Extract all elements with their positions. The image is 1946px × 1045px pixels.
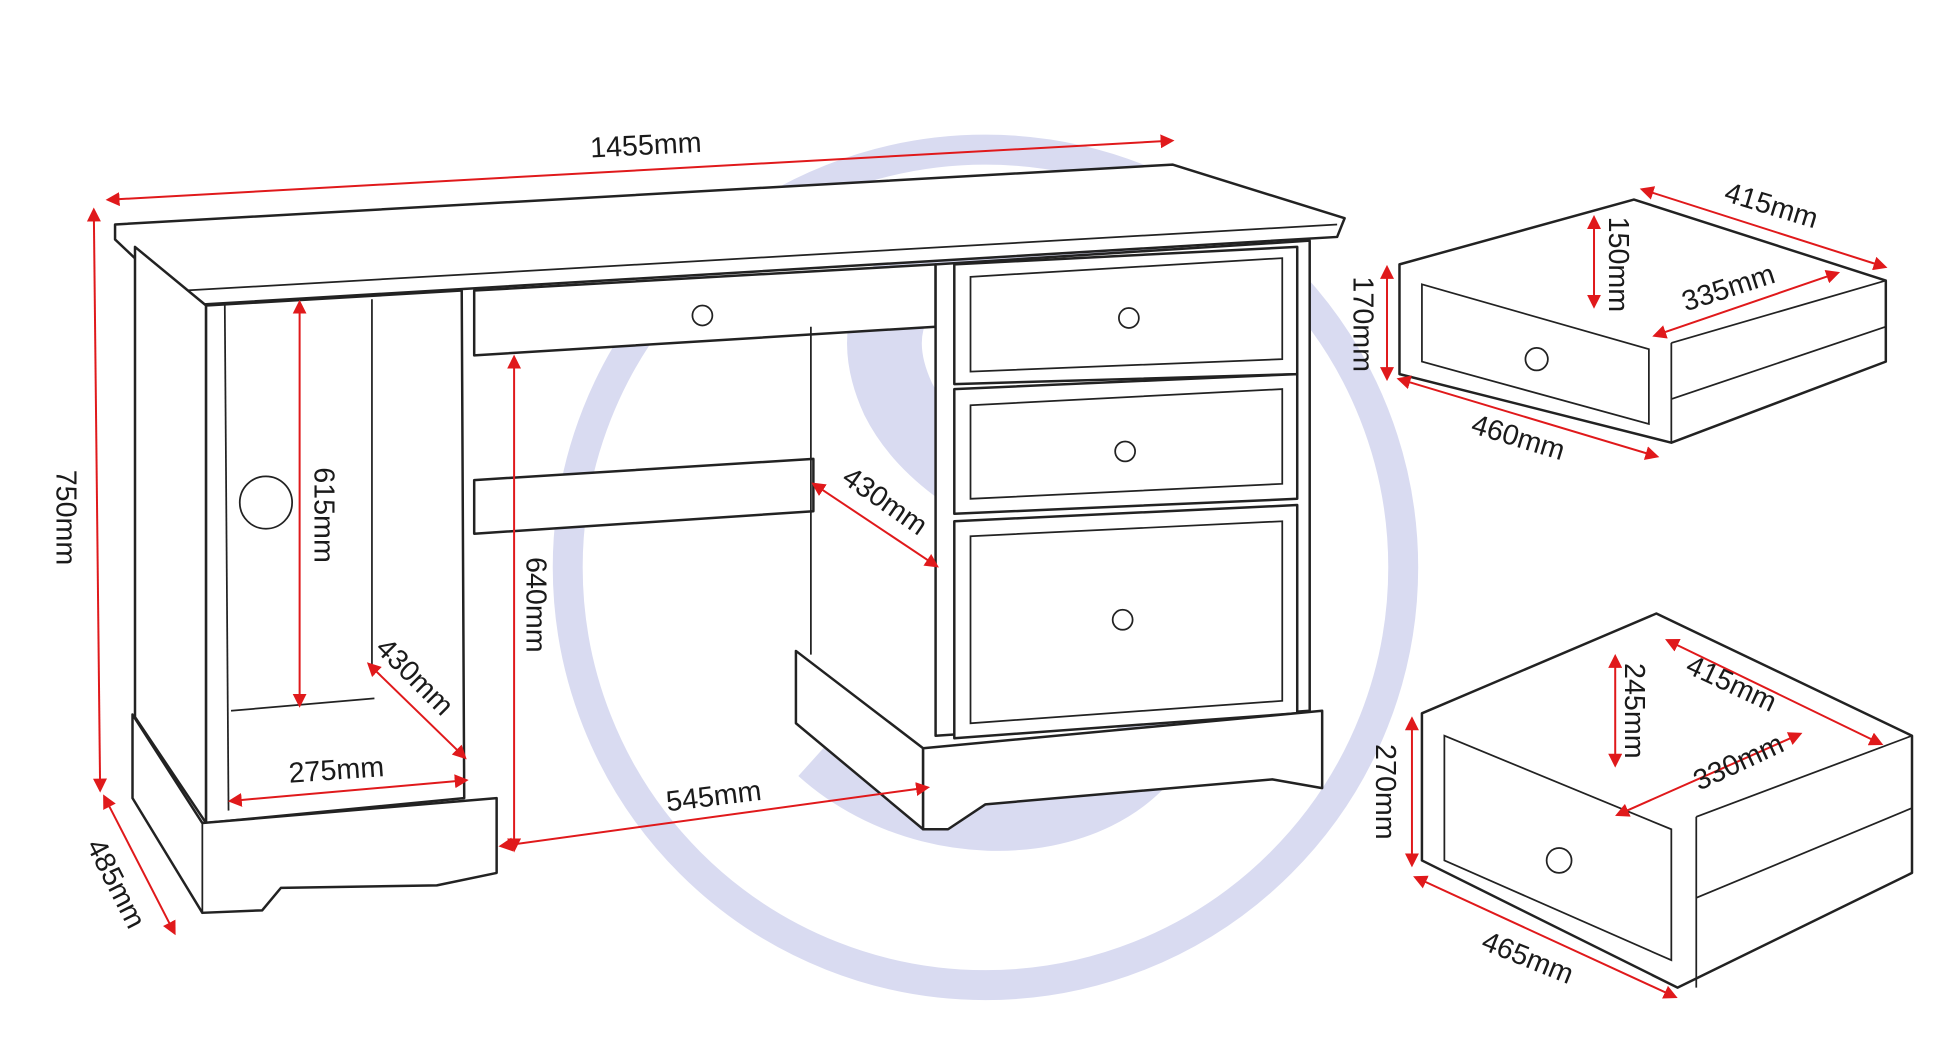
knee-height-label: 640mm [520,557,552,653]
large-drawer-width-label: 465mm [1477,925,1578,990]
desk-width-label: 1455mm [589,127,702,165]
small-drawer-width-label: 460mm [1468,409,1569,468]
desk-height-label: 750mm [49,470,81,566]
cupboard-height-label: 615mm [308,467,340,563]
large-drawer-inner-height-label: 245mm [1618,663,1650,759]
desk-depth-label: 485mm [80,834,152,934]
small-drawer-depth-label: 415mm [1721,177,1822,236]
small-drawer-inner-height-label: 150mm [1602,217,1634,313]
cupboard-width-label: 275mm [288,751,386,790]
drawer-handle-icon [691,304,1140,631]
large-drawer-height-label: 270mm [1369,744,1401,840]
small-drawer-height-label: 170mm [1346,276,1378,372]
small-drawer-drawing [1398,198,1888,444]
